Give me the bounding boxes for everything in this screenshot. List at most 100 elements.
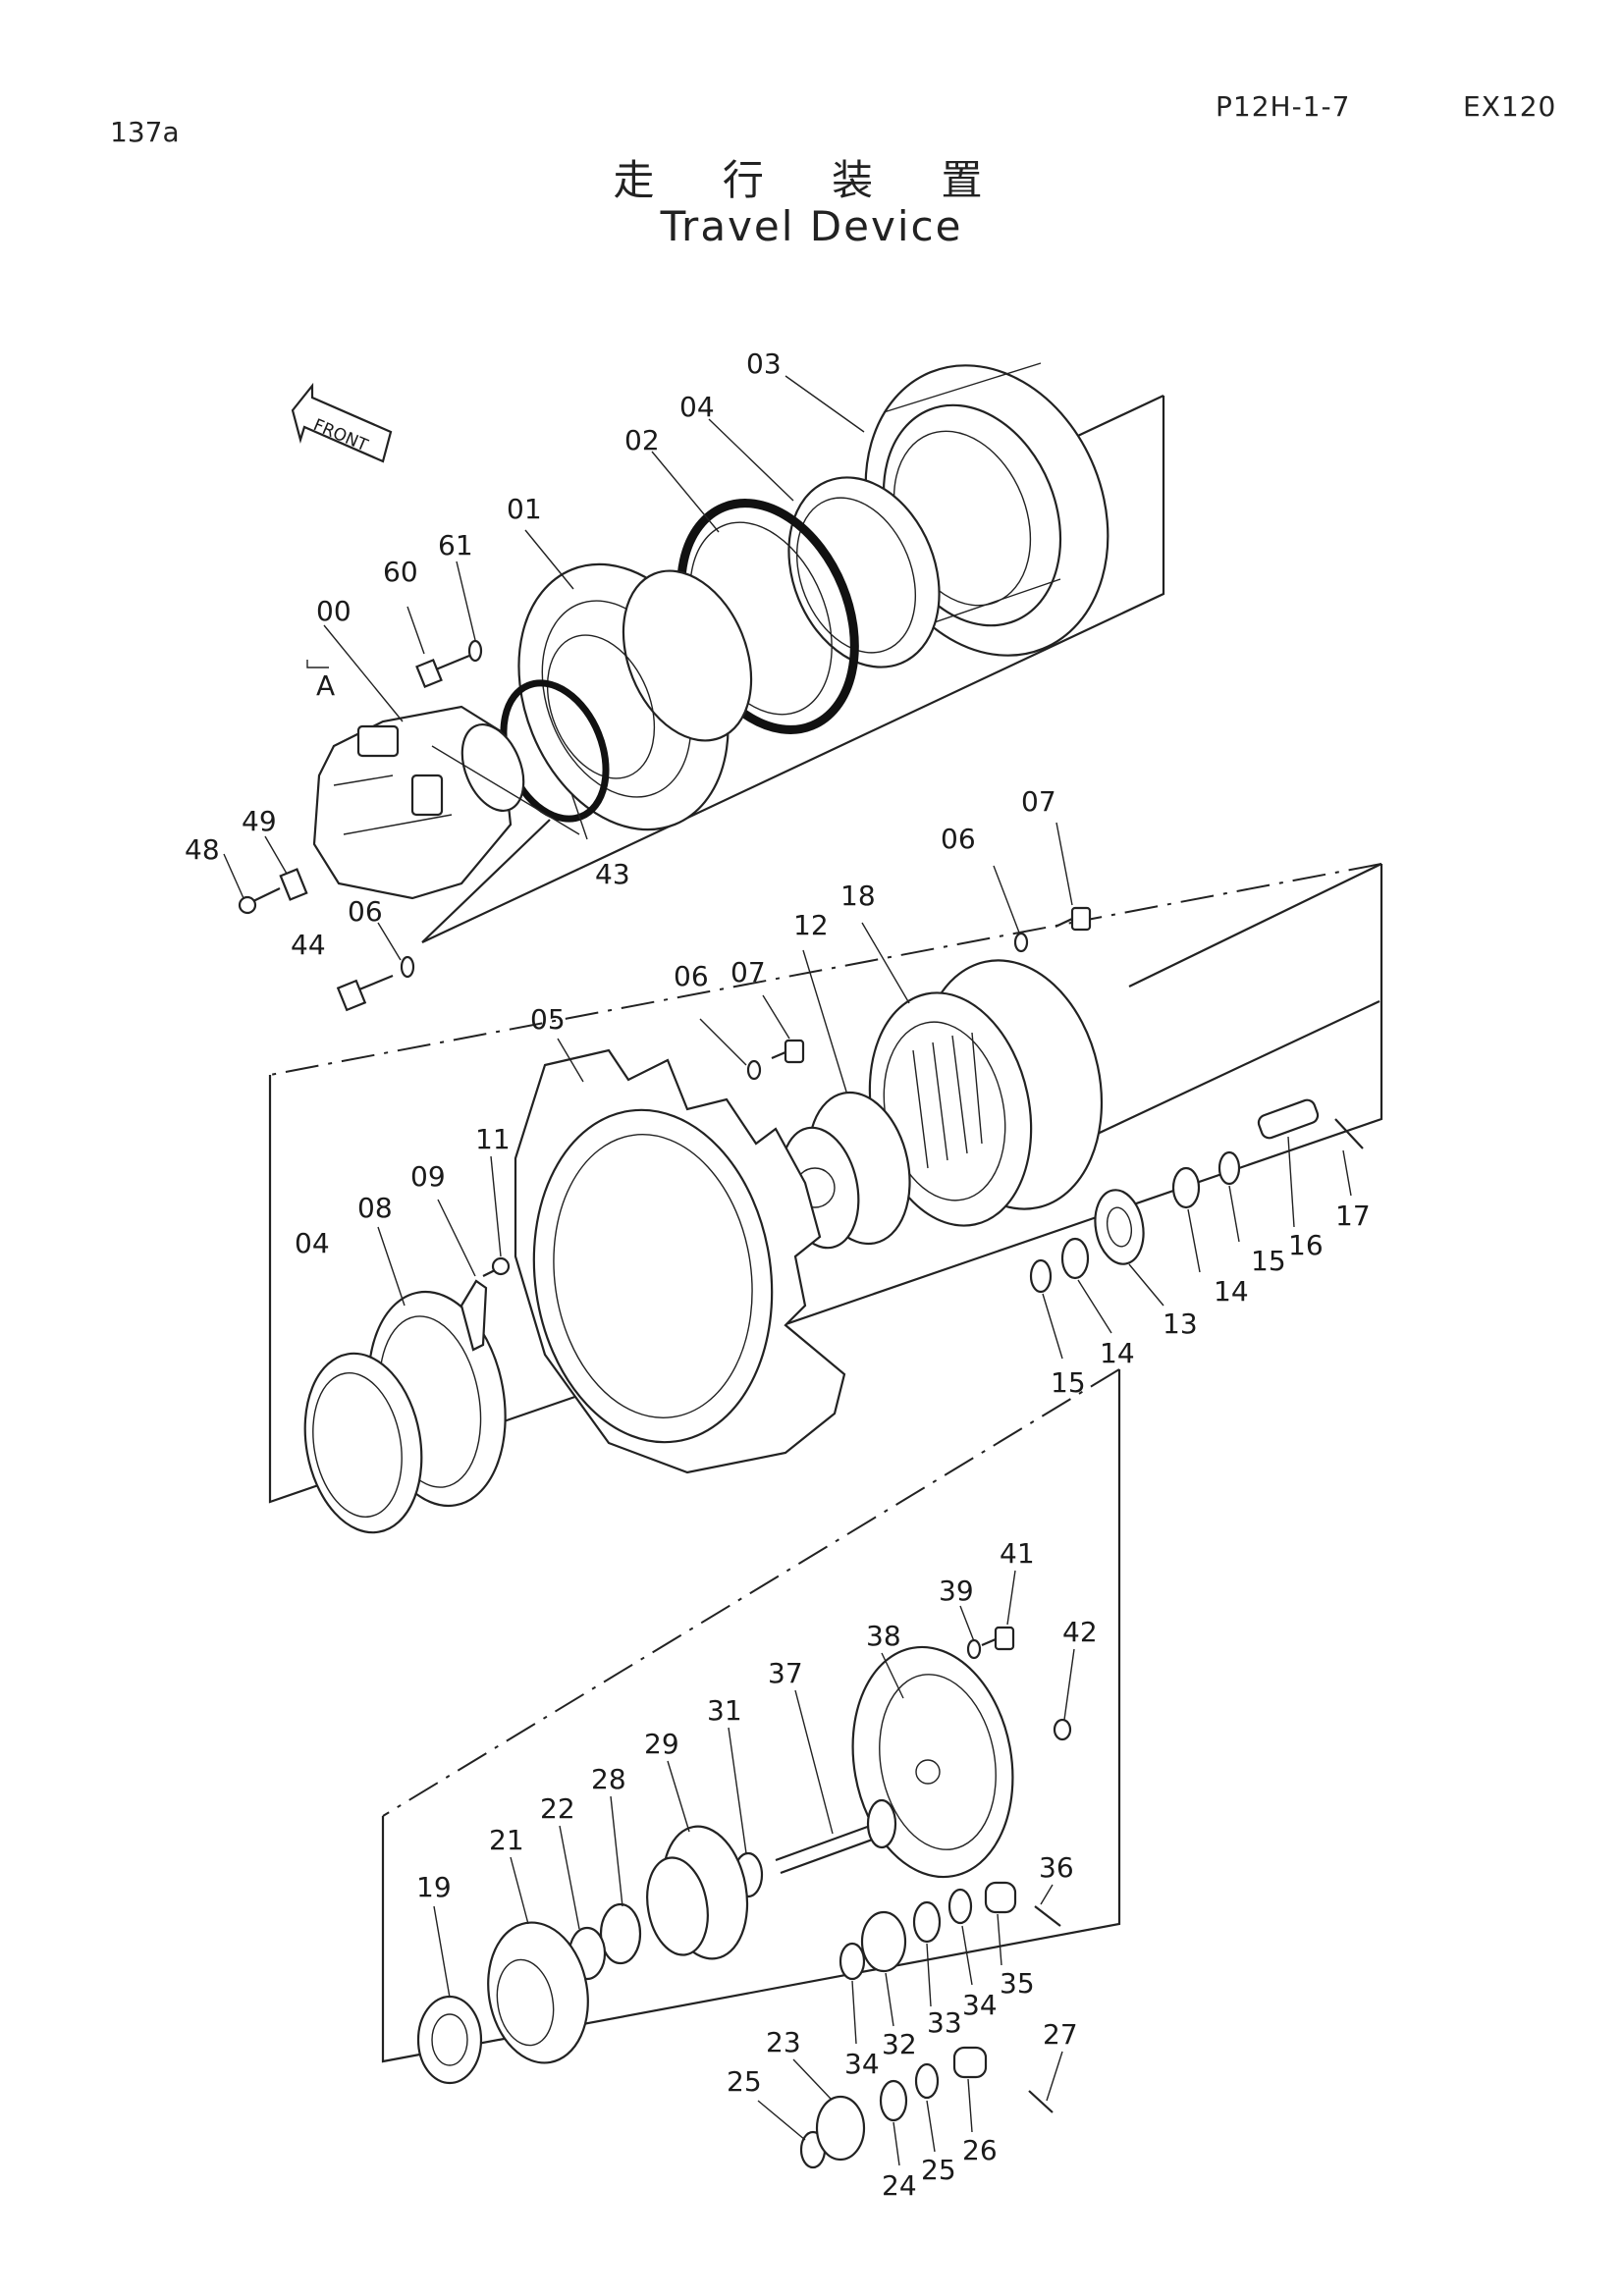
- callout-38: 38: [866, 1620, 901, 1652]
- callout-00: 00: [316, 595, 352, 627]
- callout-26: 26: [962, 2134, 998, 2166]
- part-06-washer-mid: [746, 1059, 762, 1081]
- callout-03: 03: [746, 347, 782, 380]
- callout-06-mid: 06: [674, 960, 709, 992]
- front-arrow-icon: FRONT: [291, 382, 393, 463]
- callout-60: 60: [383, 556, 418, 588]
- part-13-planet-gear: [1094, 1189, 1145, 1265]
- part-39-washer: [966, 1638, 982, 1660]
- part-34-thrust-washer: [947, 1888, 973, 1925]
- callout-06-upper: 06: [941, 823, 976, 855]
- callout-37: 37: [768, 1657, 803, 1689]
- part-32-planet-gear: [860, 1910, 907, 1973]
- part-06-washer-upper: [1013, 932, 1029, 953]
- callout-09: 09: [410, 1160, 446, 1193]
- part-23-planet-gear: [815, 2095, 866, 2162]
- callout-43: 43: [595, 858, 630, 890]
- part-14-needle-bearing: [1171, 1166, 1201, 1209]
- part-24-needle-bearing: [879, 2079, 908, 2122]
- callout-23: 23: [766, 2026, 801, 2058]
- part-25-thrust-washer: [914, 2062, 940, 2100]
- callout-11: 11: [475, 1123, 511, 1155]
- callout-27: 27: [1043, 2018, 1078, 2051]
- callout-39: 39: [939, 1575, 974, 1607]
- part-38-cover: [851, 1645, 1014, 1879]
- callout-22: 22: [540, 1792, 575, 1825]
- assembly-group-motor: 00 A 01 02 03 04 60 61 43 49 48 06 44: [185, 347, 1165, 1012]
- part-60-bolt: [415, 654, 470, 689]
- callout-14-lower: 14: [1100, 1337, 1135, 1369]
- callout-12: 12: [793, 909, 829, 941]
- part-26-pin: [952, 2046, 988, 2079]
- callout-17: 17: [1335, 1200, 1371, 1232]
- part-17-pin: [1334, 1118, 1364, 1149]
- part-36-spring-pin: [1034, 1905, 1061, 1927]
- part-41-bolt: [981, 1626, 1015, 1651]
- callout-35: 35: [1000, 1967, 1035, 2000]
- part-28-sun-gear: [599, 1902, 642, 1965]
- part-06-washer: [400, 955, 415, 979]
- callout-13: 13: [1163, 1308, 1198, 1340]
- callout-31: 31: [707, 1694, 742, 1727]
- part-48-screw: [238, 887, 281, 915]
- callout-36: 36: [1039, 1851, 1074, 1884]
- callout-34-lower: 34: [844, 2048, 880, 2080]
- callout-33: 33: [927, 2006, 962, 2039]
- callout-25-right: 25: [921, 2154, 956, 2186]
- part-18-ring-gear: [868, 959, 1104, 1227]
- callout-07-upper: 07: [1021, 785, 1056, 818]
- part-15-thrust-washer: [1217, 1150, 1241, 1186]
- callout-07-mid: 07: [730, 956, 766, 988]
- part-16-shaft: [1257, 1098, 1320, 1140]
- callout-32: 32: [882, 2028, 917, 2060]
- callout-19: 19: [416, 1871, 452, 1903]
- part-34-thrust-washer-lower: [839, 1942, 866, 1981]
- part-37-shaft: [775, 1798, 897, 1875]
- callout-24: 24: [882, 2169, 917, 2202]
- callout-29: 29: [644, 1728, 679, 1760]
- callout-44: 44: [291, 929, 326, 961]
- callout-34-upper: 34: [962, 1989, 998, 2021]
- part-35-pin: [984, 1881, 1017, 1914]
- part-14-needle-bearing-lower: [1060, 1237, 1090, 1280]
- part-42-plug: [1053, 1718, 1072, 1741]
- callout-48: 48: [185, 833, 220, 866]
- page-number: 137a: [110, 116, 180, 148]
- assembly-group-reduction: 41 39 42 38 37 31 29 28 22 21 19 36 35 3…: [381, 1368, 1121, 2202]
- assembly-group-sprocket: 07 06 18 12 07 06 05 11 09 08 04 17 16 1…: [268, 785, 1383, 1534]
- callout-14-upper: 14: [1214, 1275, 1249, 1308]
- part-07-bolt-upper: [1055, 906, 1092, 932]
- callout-a: A: [316, 669, 335, 702]
- callout-25-left: 25: [727, 2065, 762, 2098]
- callout-16: 16: [1288, 1229, 1324, 1261]
- part-49-plate: [279, 868, 308, 901]
- page-title: Travel Device: [660, 202, 963, 250]
- callout-04-lower: 04: [295, 1227, 330, 1259]
- part-19-sun-gear: [416, 1995, 483, 2085]
- callout-18: 18: [840, 880, 876, 912]
- part-01-hub: [517, 562, 753, 831]
- part-00-travel-motor: [312, 705, 580, 900]
- callout-61: 61: [438, 529, 473, 561]
- callout-06-left: 06: [348, 895, 383, 928]
- part-44-bolt: [336, 974, 394, 1012]
- part-15-thrust-washer-lower: [1029, 1258, 1053, 1294]
- part-04-bearing-lower: [303, 1352, 423, 1534]
- part-05-sprocket: [514, 1048, 846, 1474]
- part-11-bolt: [482, 1256, 511, 1277]
- part-61-washer: [467, 639, 483, 663]
- part-27-spring-pin: [1028, 2090, 1054, 2113]
- callout-08: 08: [357, 1192, 393, 1224]
- callout-02: 02: [624, 424, 660, 456]
- callout-01: 01: [507, 493, 542, 525]
- callout-21: 21: [489, 1824, 524, 1856]
- part-09-lock-plate: [460, 1279, 488, 1352]
- part-04-bearing: [787, 476, 941, 668]
- part-21-carrier: [487, 1921, 589, 2064]
- part-07-bolt-mid: [771, 1039, 805, 1064]
- callout-28: 28: [591, 1763, 626, 1795]
- page-title-japanese: 走 行 装 置: [613, 156, 1010, 204]
- part-33-needle-bearing: [912, 1900, 942, 1944]
- model-name: EX120: [1463, 90, 1557, 123]
